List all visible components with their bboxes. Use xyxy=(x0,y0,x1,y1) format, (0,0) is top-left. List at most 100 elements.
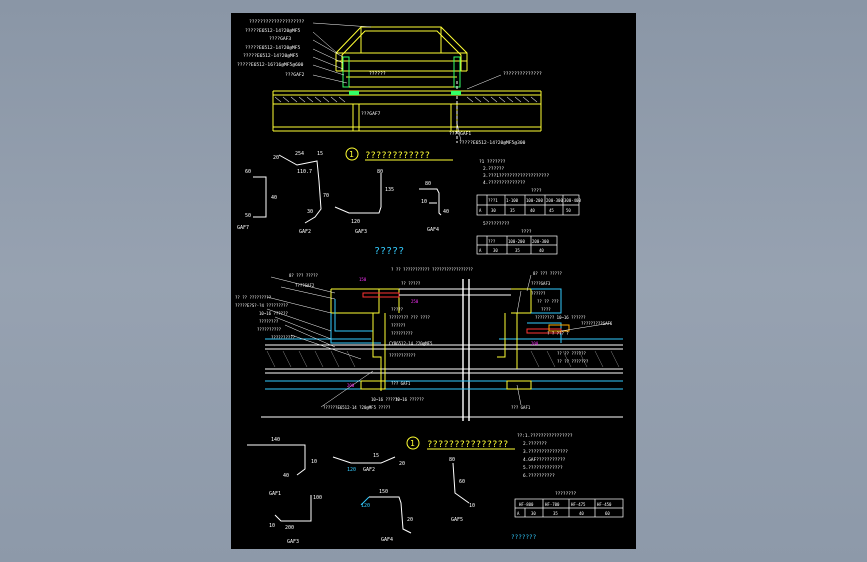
part-label-gaf4: GAF4 xyxy=(427,227,439,233)
part2-label-gaf3: GAF3 xyxy=(287,539,299,545)
callout-label-2: ?????E6512-14?20@MF5 xyxy=(245,28,301,34)
span-label: ???GAF7 xyxy=(361,111,381,117)
cad-drawing-sheet[interactable]: ???????????????????? ?????E6512-14?20@MF… xyxy=(231,13,636,549)
mid-center-label-6: ?????? xyxy=(391,323,406,328)
table-2-caption: 5????????? xyxy=(483,221,510,227)
cad-drawing: ???????????????????? ?????E6512-14?20@MF… xyxy=(235,19,624,545)
dim-135: 135 xyxy=(385,187,394,193)
table-3-cell-0: A xyxy=(517,511,520,516)
part2-gaf3-profile xyxy=(274,495,312,522)
table-1-header-0: ???1 xyxy=(488,198,498,203)
part-gaf1-profile xyxy=(247,444,306,476)
part-gaf3-profile xyxy=(334,173,382,214)
callout-label-5: ?????E6512-14?20@MF5 xyxy=(243,53,299,59)
dim-60: 60 xyxy=(245,169,251,175)
middle-section-drawing xyxy=(261,279,623,421)
table-2-header-2: 200-300 xyxy=(532,239,549,244)
part2-gaf2-profile xyxy=(332,456,396,464)
dim2-120b: 120 xyxy=(361,503,370,509)
table-1-title: ???? xyxy=(531,188,542,194)
table-3-cell-1: 30 xyxy=(531,511,536,516)
table-1-header-3: 200-300 xyxy=(546,198,563,203)
dim-30: 30 xyxy=(307,209,313,215)
callout-label-4: ?????E6512-14?20@MF5 xyxy=(245,45,301,51)
section-1-note-3: 3.???1??????????????????? xyxy=(483,173,549,179)
drawing-footer-label: ??????? xyxy=(511,534,537,541)
section-1-table-2: ???? ??? 100-200 200-300 A 30 35 40 xyxy=(476,229,558,255)
dim2-10c: 10 xyxy=(469,503,475,509)
right-callout-label: ?????????????? xyxy=(503,71,542,77)
mid-left-label-8: ??????E6512-14 ?20@MF5 ????? xyxy=(323,405,391,410)
mid-right-label-4: ???? xyxy=(541,307,551,312)
dim2-100: 100 xyxy=(313,495,322,501)
section-1-table-1: ???? ???1 1-100 100-200 200-300 300-400 … xyxy=(476,188,581,216)
dim-70: 70 xyxy=(323,193,329,199)
table-1-cell-2: 35 xyxy=(510,208,515,213)
mid-center-label-5: ???????? ??? ???? xyxy=(389,315,431,320)
table-1-cell-0: A xyxy=(479,208,482,213)
mid-center-label-12: 10~16 ?????? xyxy=(395,397,424,402)
part2-gaf4-profile xyxy=(369,496,412,534)
part-gaf2-profile xyxy=(278,154,322,224)
mid-right-label-1: ????GAF3 xyxy=(531,281,551,286)
mid-right-label-9: ?? ?? ?????? xyxy=(557,351,586,356)
callout-label-6: ?????E6512-16?16@MF5@600 xyxy=(237,62,304,68)
table-2-cell-0: A xyxy=(479,248,482,253)
gutter-left xyxy=(349,91,359,95)
dim2-20: 20 xyxy=(399,461,405,467)
bottom-callout-label-2: ?????E6512-14?20@MF5@300 xyxy=(459,140,526,146)
mid-left-label-6: ?????????? xyxy=(257,327,282,332)
dim2-40: 40 xyxy=(283,473,289,479)
mid-center-label-4: ????? xyxy=(391,307,404,312)
mid-center-label-3: 250 xyxy=(411,299,419,304)
dim-120: 120 xyxy=(351,219,360,225)
mid-callout-label: ?????? xyxy=(369,71,386,77)
dim-110-7: 110.7 xyxy=(297,169,312,175)
mid-left-label-1: ????GAF2 xyxy=(295,283,315,288)
dim2-60: 60 xyxy=(459,479,465,485)
section-2-note-6: 6.?????????? xyxy=(523,473,555,479)
table-3-header-1: HF-700 xyxy=(545,502,560,507)
table-1-cell-1: 30 xyxy=(491,208,496,213)
middle-section-title: ????? xyxy=(374,246,404,257)
section-1-note-1: ?1 ??????? xyxy=(479,159,506,165)
mid-center-label-11: ??? GAF1 xyxy=(391,381,411,386)
mid-left-label-4: 10~16 ?????? xyxy=(259,311,288,316)
section-1-note-2: 2.?????? xyxy=(483,166,505,172)
part2-label-gaf2: GAF2 xyxy=(363,467,375,473)
table-2-cell-3: 40 xyxy=(539,248,544,253)
callout-label-1: ???????????????????? xyxy=(249,19,305,25)
section-2-number: 1 xyxy=(410,439,415,448)
dim2-20b: 20 xyxy=(407,517,413,523)
mid-left-label-9: 10~16 ?????? xyxy=(371,397,400,402)
table-2-header-0: ??? xyxy=(488,239,496,244)
table-1-header-4: 300-400 xyxy=(564,198,581,203)
section-2-note-4: 4.GAF??????????? xyxy=(523,457,566,463)
part2-label-gaf5: GAF5 xyxy=(451,517,463,523)
part-label-gaf3: GAF3 xyxy=(355,229,367,235)
table-3-cell-4: 60 xyxy=(605,511,610,516)
mid-right-label-11: ??? GAF1 xyxy=(511,405,531,410)
table-2-cell-1: 30 xyxy=(493,248,498,253)
gutter-right xyxy=(451,91,461,95)
dim2-150: 150 xyxy=(379,489,388,495)
dim-80-gaf3: 80 xyxy=(377,169,383,175)
mid-right-label-5: ???????? 10~16 ?????? xyxy=(535,315,586,320)
mid-left-label-5: ???????? xyxy=(259,319,279,324)
section-1-number: 1 xyxy=(349,150,354,159)
section-2-header: 1 ??????????????? xyxy=(406,436,515,450)
mid-left-label-0: 8? ??? ????? xyxy=(289,273,318,278)
mid-center-label-2: ?? ????? xyxy=(401,281,421,286)
table-3-header-0: HF-800 xyxy=(519,502,534,507)
top-section xyxy=(272,26,542,143)
mid-right-label-0: 8? ??? ????? xyxy=(533,271,562,276)
insulation-hatch xyxy=(274,96,538,103)
dim2-120: 120 xyxy=(347,467,356,473)
section-2-note-2: 2.??????? xyxy=(523,441,547,447)
dim2-15: 15 xyxy=(373,453,379,459)
mid-right-label-10: ?? ?? ??????? xyxy=(557,359,589,364)
table-1-cell-4: 45 xyxy=(549,208,554,213)
dim-15: 15 xyxy=(317,151,323,157)
section-2-note-5: 5.????????????? xyxy=(523,465,563,471)
table-1-cell-3: 40 xyxy=(530,208,535,213)
